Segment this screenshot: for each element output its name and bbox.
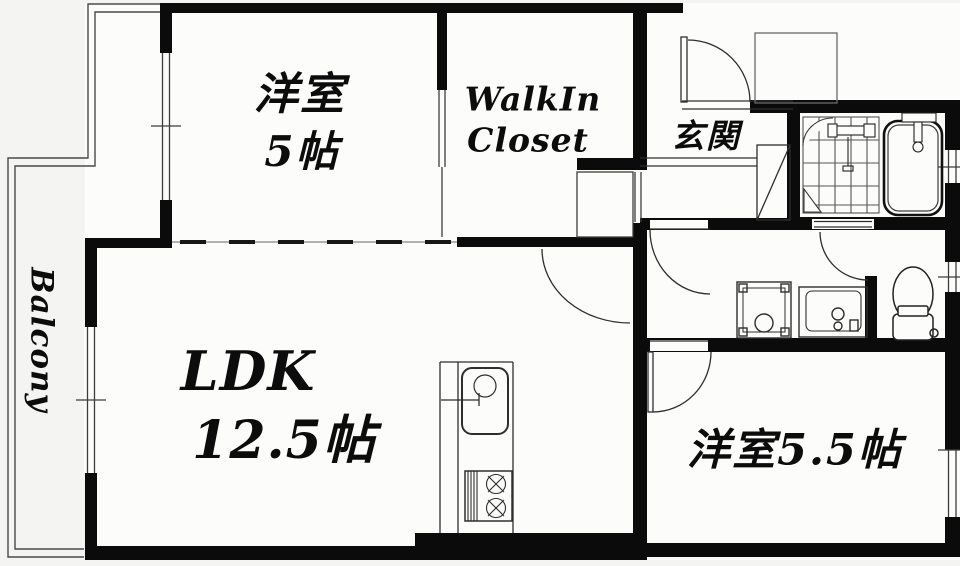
ldk-label-line2: 12.5帖 <box>192 410 376 471</box>
wall-wic-divider <box>437 13 447 90</box>
genkan-label: 玄関 <box>671 116 741 156</box>
window-ldk-balcony <box>76 327 106 473</box>
kitchen-counter <box>439 361 514 533</box>
washbasin-knob <box>849 319 859 332</box>
ldk-door-arc <box>541 248 631 324</box>
wall-ldk-left-lower <box>85 473 97 560</box>
wall-bedroom1-left-upper <box>160 3 172 53</box>
bath-folding-door <box>812 219 874 229</box>
washbasin-drain <box>833 321 843 331</box>
entrance-door-arc <box>687 39 751 103</box>
wall-ldk-left-upper <box>85 238 97 327</box>
bathtub-faucet <box>901 112 937 153</box>
toilet-tank <box>892 313 934 341</box>
bath-corner-counter <box>802 117 834 147</box>
ldk-label-line1: LDK <box>180 339 316 403</box>
toilet <box>892 266 939 341</box>
shower-fixture <box>827 123 876 172</box>
entrance <box>640 32 838 221</box>
washbasin-faucet <box>831 307 845 321</box>
bathtub <box>882 112 944 217</box>
window-toilet <box>938 262 960 292</box>
window-bedroom1 <box>151 53 181 200</box>
wall-top <box>167 3 683 13</box>
wall-bottom-left <box>85 546 647 560</box>
kitchen <box>439 361 514 533</box>
balcony-outline <box>7 3 172 558</box>
washroom-door <box>649 220 711 295</box>
kitchen-sink <box>441 367 509 435</box>
wall-bottom-right <box>640 543 960 557</box>
balcony-outer-rail <box>7 3 172 558</box>
bedroom2-door <box>647 340 712 413</box>
bedroom1-label-line1: 洋室 <box>254 69 346 120</box>
hall-storage-box <box>576 171 634 238</box>
toilet-seat-hinge <box>897 305 929 317</box>
hall-storage <box>576 171 642 238</box>
wall-kitchen-bottom <box>415 533 647 547</box>
toilet-flush-knob <box>929 328 939 338</box>
doors <box>541 219 874 413</box>
bedroom2-label: 洋室5.5帖 <box>687 425 903 476</box>
wall-spine-lower <box>633 223 647 560</box>
floor-area <box>85 3 960 560</box>
wall-under-wic <box>457 237 647 247</box>
wall-washroom-bottom <box>640 338 947 352</box>
wall-closet-stub <box>577 158 637 170</box>
balcony-inner-rail <box>14 11 172 550</box>
wall-spine-upper <box>633 3 647 170</box>
windows <box>76 53 960 517</box>
wall-bedroom1-left-lower <box>160 200 172 240</box>
wall-right <box>945 100 960 557</box>
washbasin <box>798 286 868 338</box>
washing-machine-pan <box>736 281 792 339</box>
walk-in-closet-label-line1: WalkIn <box>464 79 602 119</box>
window-bedroom2 <box>938 449 960 517</box>
wall-step <box>85 238 172 248</box>
bath-drain-corner <box>803 187 823 213</box>
bedroom1-label-line2: 5帖 <box>264 127 340 176</box>
gas-stove <box>464 470 513 522</box>
wall-toilet-divider <box>865 276 877 338</box>
wall-top-right <box>750 100 960 113</box>
room-floors <box>85 3 960 560</box>
entrance-door-leaf <box>680 36 688 103</box>
shoe-cabinet <box>756 144 791 221</box>
bathroom <box>802 112 944 217</box>
wic-details <box>438 90 446 237</box>
washroom <box>736 281 868 339</box>
walk-in-closet-label-line2: Closet <box>467 120 589 160</box>
window-bath <box>938 150 960 183</box>
balcony-label: Balcony <box>23 267 60 413</box>
meter-box <box>754 32 838 104</box>
walls <box>85 3 960 560</box>
wall-bath-left <box>787 113 800 230</box>
